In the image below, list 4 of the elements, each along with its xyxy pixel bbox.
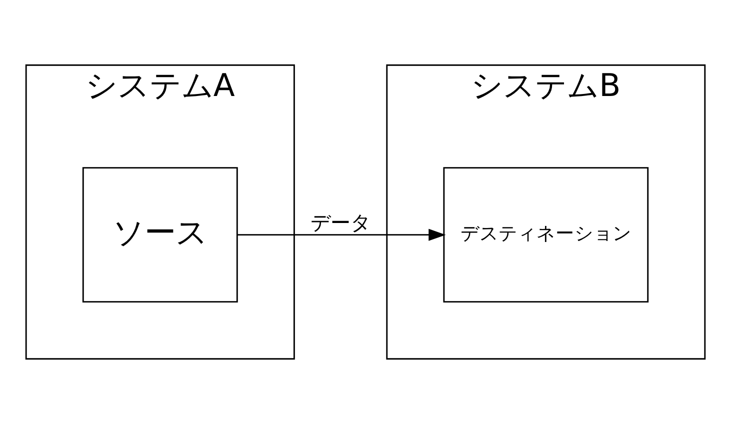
arrow xyxy=(237,228,446,241)
edge-label: データ xyxy=(310,210,371,234)
node-box: デスティネーション xyxy=(443,167,649,303)
node-box: ソース xyxy=(82,167,238,303)
